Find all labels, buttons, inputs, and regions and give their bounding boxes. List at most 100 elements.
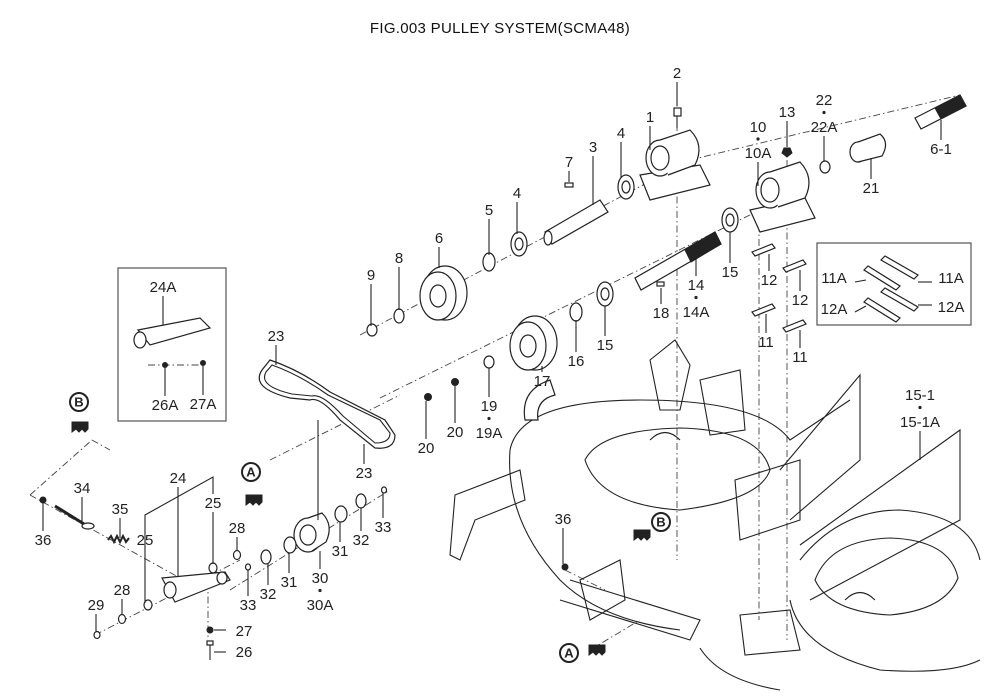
shaft-3 [543, 199, 609, 246]
callout-c3: 3 [589, 139, 597, 156]
callout-c4b: 4 [513, 185, 521, 202]
nut-20 [424, 378, 459, 401]
variant-separator-dot [694, 295, 698, 300]
callout-c20a: 20 [447, 424, 464, 441]
snap-ring-9 [366, 323, 378, 337]
v-belt-23 [258, 359, 396, 449]
callout-c7: 7 [565, 154, 573, 171]
variant-separator-dot [487, 416, 491, 421]
figure-title: FIG.003 PULLEY SYSTEM(SCMA48) [369, 20, 631, 37]
bolt-2 [673, 107, 682, 128]
washer-19 [483, 355, 495, 369]
callout-c19: 19 [481, 398, 498, 415]
callout-c36a: 36 [35, 532, 52, 549]
inset-box-11A-12A [816, 242, 972, 326]
shaft-14 [634, 231, 722, 291]
flag-arrow-icon [71, 421, 89, 433]
callout-c2: 2 [673, 65, 681, 82]
variant-separator-dot [756, 137, 760, 141]
key-18 [656, 281, 665, 287]
reference-letter: A [246, 465, 256, 480]
callout-c30a: 30A [307, 597, 334, 614]
callout-c29: 29 [88, 597, 105, 614]
callout-c25b: 25 [205, 495, 222, 512]
bearing-housing-1 [639, 129, 711, 201]
callout-c11A_l: 11A [821, 270, 847, 287]
callout-c23a: 23 [268, 328, 285, 345]
axis-lines [29, 94, 961, 651]
callout-c6_1: 6-1 [930, 141, 952, 158]
callout-c20b: 20 [418, 440, 435, 457]
reference-marker-a: A [241, 462, 263, 506]
callout-c10: 10 [750, 119, 767, 136]
snap-ring-16 [569, 302, 583, 322]
flag-arrow-icon [588, 644, 606, 656]
callout-c12b: 12 [792, 292, 809, 309]
flag-arrow-icon [245, 494, 263, 506]
callout-c11b: 11 [792, 349, 808, 366]
callout-c36b: 36 [555, 511, 572, 528]
callout-c12a: 12 [761, 272, 778, 289]
flag-arrow-icon [633, 529, 651, 541]
variant-separator-dot [822, 110, 826, 115]
callout-c15_1a: 15-1A [900, 414, 940, 431]
reference-circle-icon [69, 392, 89, 412]
tension-arm-24A [133, 317, 212, 368]
callout-c27A: 27A [190, 396, 217, 413]
variant-separator-dot [318, 588, 322, 593]
collar-21 [849, 133, 887, 163]
pulley-6 [419, 265, 468, 321]
callout-c15_1: 15-1 [905, 387, 935, 404]
nut-13 [781, 147, 793, 158]
callout-c24: 24 [170, 470, 187, 487]
callout-c18: 18 [653, 305, 670, 322]
leader-lines [42, 82, 942, 653]
callout-c12A_r: 12A [938, 299, 965, 316]
callout-labels: 12344567891010A11111212131414A151515-115… [35, 65, 965, 661]
nut-36 [39, 496, 569, 571]
callout-c19a: 19A [476, 425, 503, 442]
clips-11-12 [751, 243, 807, 333]
callout-c17: 17 [534, 373, 551, 390]
callout-c25a: 25 [137, 532, 154, 549]
callout-c26: 26 [236, 644, 253, 661]
callout-c31a: 31 [281, 574, 298, 591]
callout-c5: 5 [485, 202, 493, 219]
reference-marker-a: A [559, 643, 606, 663]
idler-pulley-30 [293, 512, 330, 553]
reference-letter: B [74, 395, 83, 410]
callout-c15b: 15 [597, 337, 614, 354]
variant-separator-dot [918, 405, 922, 410]
pulley-17 [509, 315, 558, 371]
callout-c6: 6 [435, 230, 443, 247]
bearing-housing-10 [749, 161, 816, 233]
inset-box-24A [117, 267, 227, 422]
key-7 [564, 182, 574, 188]
callout-c11A_r: 11A [938, 270, 964, 287]
mower-deck [449, 339, 981, 691]
pin-29 [93, 630, 101, 640]
callout-c9: 9 [367, 267, 375, 284]
callout-c28a: 28 [229, 520, 246, 537]
snap-ring-22 [819, 160, 831, 174]
callout-c32b: 32 [353, 532, 370, 549]
bolt-26-nut-27 [206, 626, 214, 660]
callout-c22: 22 [816, 92, 833, 109]
callout-c28b: 28 [114, 582, 131, 599]
bearing-31 [283, 505, 348, 554]
callout-c22a: 22A [811, 119, 838, 136]
callout-c8: 8 [395, 250, 403, 267]
callout-c31b: 31 [332, 543, 349, 560]
snap-ring-5 [482, 252, 496, 272]
callout-c33a: 33 [240, 597, 257, 614]
reference-letter: A [564, 646, 574, 661]
callout-c15a: 15 [722, 264, 739, 281]
reference-marker-b: B [69, 392, 89, 433]
rod-34 [54, 504, 95, 530]
callout-c11a: 11 [758, 334, 774, 351]
callout-c13: 13 [779, 104, 796, 121]
bearing-15 [596, 207, 739, 307]
spring-35 [107, 533, 130, 545]
tension-arm-24 [161, 571, 231, 603]
